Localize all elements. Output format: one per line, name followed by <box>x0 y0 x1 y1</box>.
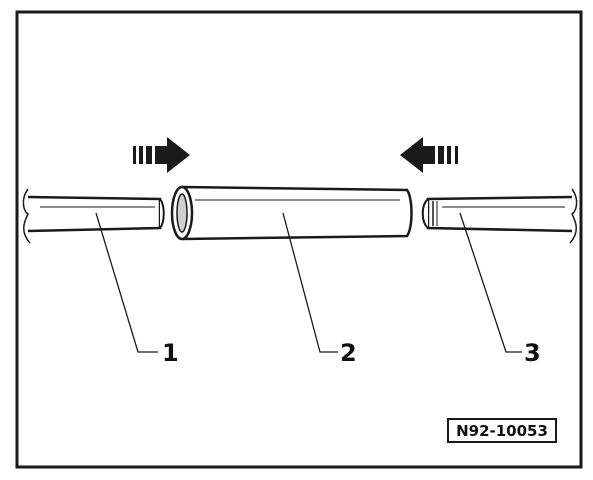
callout-1: 1 <box>162 339 179 367</box>
connector-tube <box>170 185 413 241</box>
callout-2: 2 <box>340 339 357 367</box>
leader-line-1 <box>95 212 158 353</box>
callout-3: 3 <box>524 339 541 367</box>
leader-line-3 <box>459 212 522 353</box>
leader-line-2 <box>282 212 338 353</box>
arrow-left-icon <box>400 137 458 173</box>
reference-code-box <box>447 418 557 443</box>
pipe-right <box>421 188 578 244</box>
reference-code: N92-10053 <box>456 422 548 440</box>
pipe-left <box>22 188 165 244</box>
diagram-frame <box>15 10 583 469</box>
arrow-right-icon <box>133 137 190 173</box>
